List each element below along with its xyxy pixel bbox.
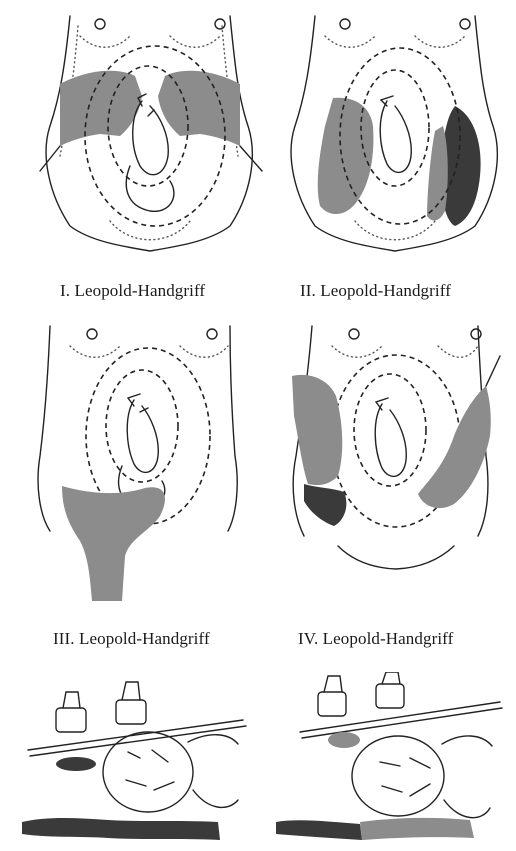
figure-panel-leopold-4	[278, 316, 516, 606]
caption-leopold-4: IV. Leopold-Handgriff	[298, 629, 453, 649]
caption-leopold-1: I. Leopold-Handgriff	[60, 281, 205, 301]
leopold-3-illustration	[30, 316, 270, 606]
leopold-1-illustration	[30, 6, 270, 256]
figure-panel-leopold-3	[30, 316, 270, 606]
caption-leopold-2: II. Leopold-Handgriff	[300, 281, 451, 301]
bottom-right-illustration	[270, 672, 510, 850]
figure-panel-bottom-left	[18, 672, 258, 850]
leopold-2-illustration	[275, 6, 515, 256]
bottom-left-illustration	[18, 672, 258, 850]
caption-leopold-3: III. Leopold-Handgriff	[53, 629, 210, 649]
figure-panel-bottom-right	[270, 672, 510, 850]
leopold-4-illustration	[278, 316, 516, 606]
figure-panel-leopold-1	[30, 6, 270, 256]
figure-panel-leopold-2	[275, 6, 515, 256]
